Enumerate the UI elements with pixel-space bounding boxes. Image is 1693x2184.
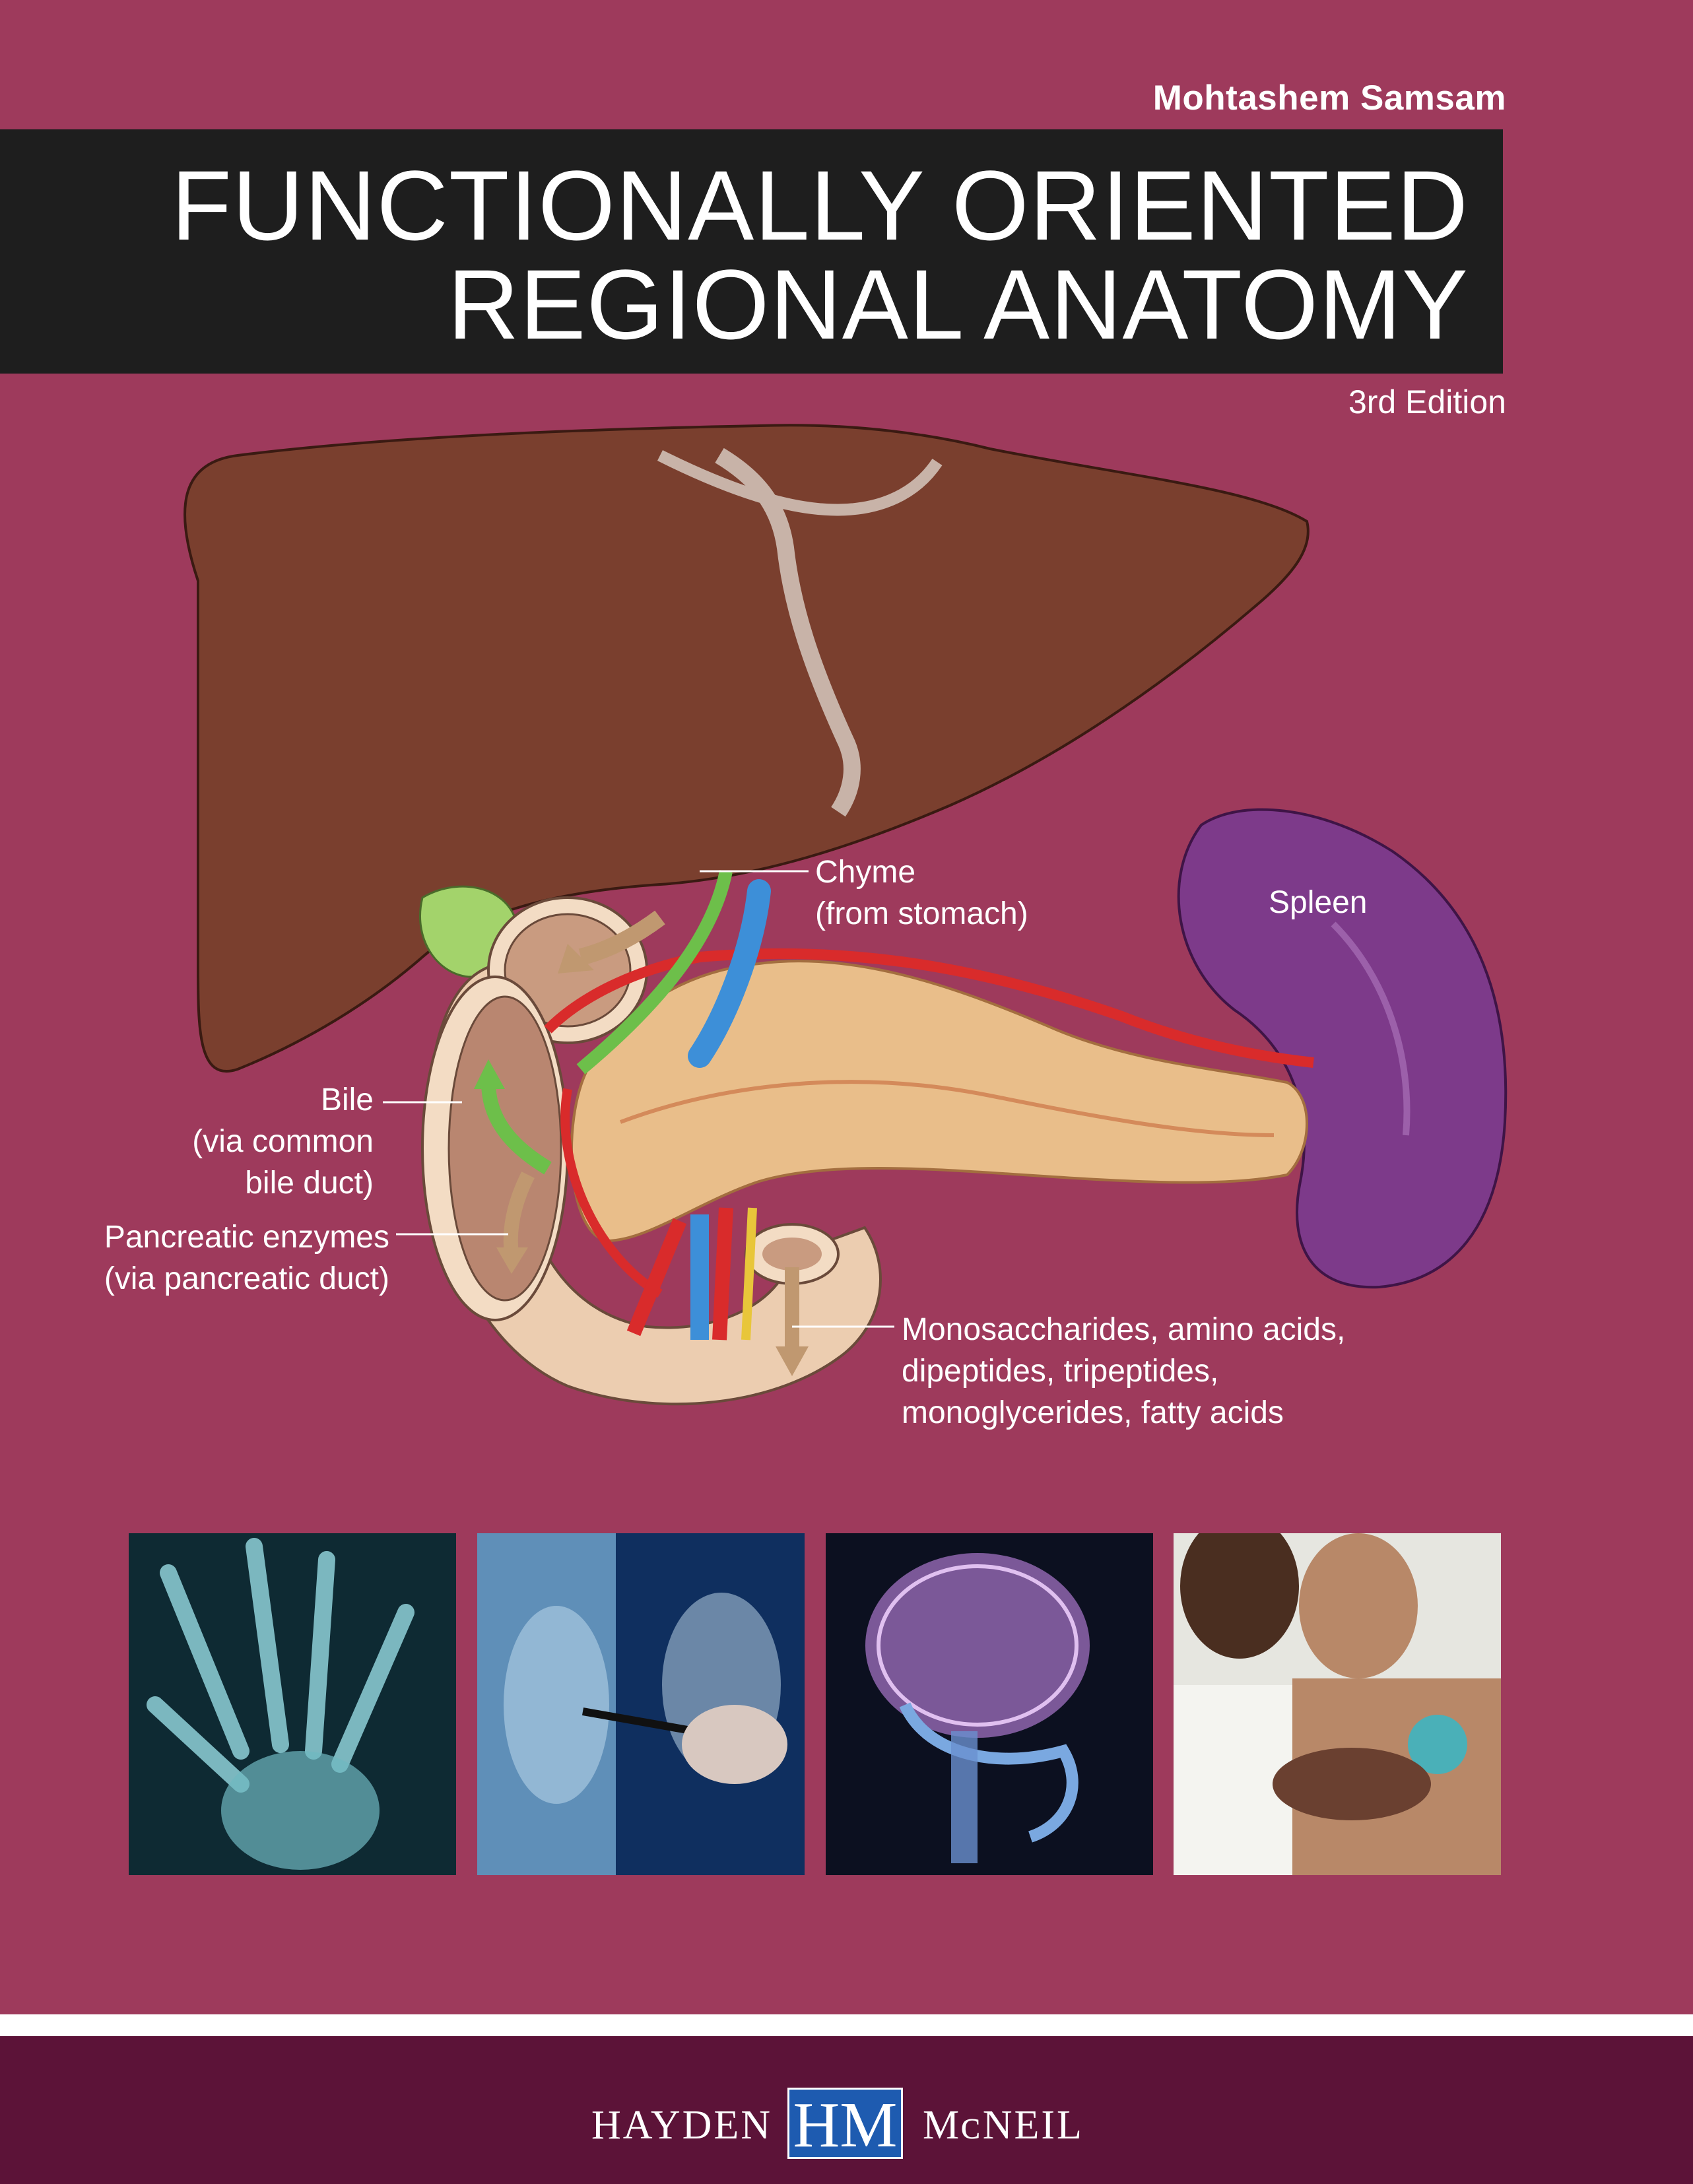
skull-brain-xray-photo [826,1533,1153,1875]
pancreatic-label-line-2: (via pancreatic duct) [104,1261,389,1296]
physical-exam-photo [1174,1533,1501,1875]
publisher-name-right: MᴄNEIL [923,2103,1084,2148]
bile-duct [576,870,733,1075]
spleen [1177,808,1508,1289]
hand-xray-photo [129,1533,456,1875]
title-line-1: FUNCTIONALLY ORIENTED [171,150,1469,261]
enzyme-arrow [503,1172,535,1255]
footer-stripe [0,2014,1693,2036]
bile-label-line-1: Bile [320,1082,374,1117]
chyme-label-line-1: Chyme [815,855,916,890]
title-line-2: REGIONAL ANATOMY [448,249,1469,360]
spleen-label: Spleen [1269,885,1368,920]
author-name: Mohtashem Samsam [1152,79,1506,117]
publisher-footer: HAYDEN HM MᴄNEIL [0,2036,1693,2184]
products-label-line-1: Monosaccharides, amino acids, [902,1312,1346,1347]
pancreas [570,960,1308,1243]
absorption-products-label: Monosaccharides, amino acids, dipeptides… [902,1309,1345,1434]
bile-arrow [481,1082,552,1175]
bile-label-line-2: (via common [192,1124,374,1159]
title-band: FUNCTIONALLY ORIENTED REGIONAL ANATOMY [0,129,1503,374]
chyme-arrow [578,910,665,966]
bile-label: Bile (via common bile duct) [192,1079,374,1204]
pancreatic-label-line-1: Pancreatic enzymes [104,1220,389,1255]
edition-label: 3rd Edition [1348,383,1506,420]
chyme-label: Chyme (from stomach) [815,851,1028,935]
products-label-line-3: monoglycerides, fatty acids [902,1395,1284,1430]
pancreatic-enzymes-label: Pancreatic enzymes (via pancreatic duct) [104,1216,389,1300]
brain-scan-review-photo [477,1533,805,1875]
bile-label-line-3: bile duct) [245,1166,374,1201]
hm-logo: HM [787,2088,903,2161]
anatomy-illustration [183,424,1508,1406]
chyme-label-line-2: (from stomach) [815,896,1028,931]
products-label-line-2: dipeptides, tripeptides, [902,1354,1219,1389]
splenic-artery [544,948,1314,1068]
publisher-name-left: HAYDEN [591,2103,773,2148]
portal-vein [688,879,771,1068]
